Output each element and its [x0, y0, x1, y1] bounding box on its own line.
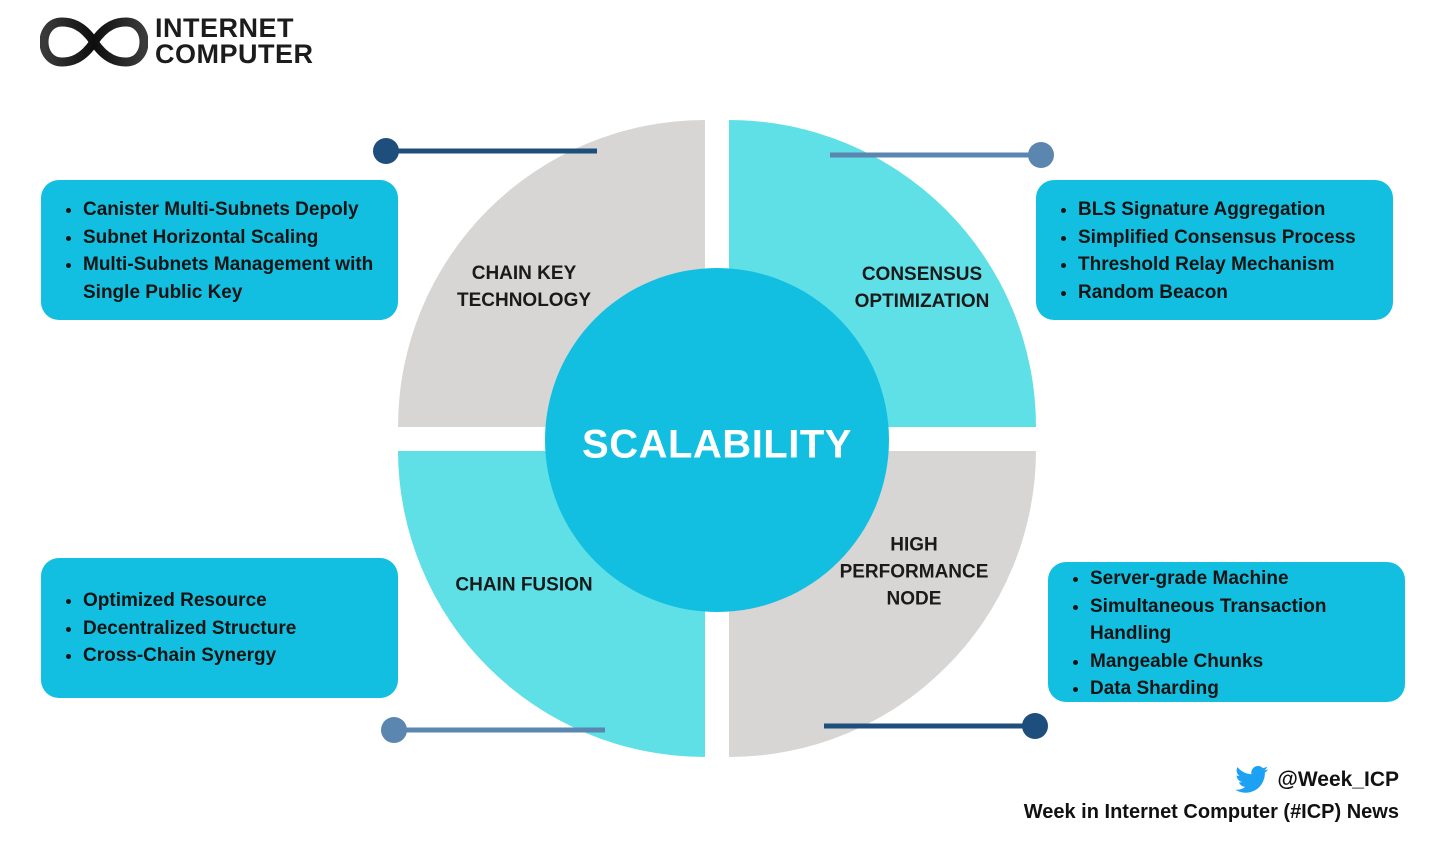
- quadrant-label-line: TECHNOLOGY: [456, 290, 592, 311]
- infinity-icon: [40, 17, 148, 67]
- list-item: Random Beacon: [1078, 279, 1379, 307]
- connector-bottom-right: [824, 713, 1048, 739]
- quadrant-label-line: CONSENSUS: [861, 264, 983, 285]
- logo-text-line1: INTERNET: [155, 13, 294, 43]
- list-item: Mangeable Chunks: [1090, 648, 1391, 676]
- quadrant-label-chain-fusion: CHAIN FUSION: [455, 572, 592, 599]
- center-label: SCALABILITY: [582, 422, 852, 467]
- list-item: Canister Multi-Subnets Depoly: [83, 196, 384, 224]
- list-item: Data Sharding: [1090, 675, 1391, 703]
- quadrant-label-chain-key: CHAIN KEY TECHNOLOGY: [457, 260, 591, 314]
- list-item: Multi-Subnets Management with Single Pub…: [83, 251, 384, 306]
- center-circle: [545, 268, 889, 612]
- connector-top-right: [830, 142, 1054, 168]
- info-box-chain-key: Canister Multi-Subnets Depoly Subnet Hor…: [41, 180, 398, 320]
- quadrant-label-line: CHAIN KEY: [471, 263, 577, 284]
- connector-top-left: [373, 138, 597, 164]
- list-item: Threshold Relay Mechanism: [1078, 251, 1379, 279]
- list-item: Server-grade Machine: [1090, 565, 1391, 593]
- quadrant-label-line: CHAIN FUSION: [455, 574, 593, 596]
- connector-bottom-left: [381, 717, 605, 743]
- info-box-high-performance: Server-grade Machine Simultaneous Transa…: [1048, 562, 1405, 702]
- quadrant-label-high-performance: HIGH PERFORMANCE NODE: [840, 532, 989, 613]
- logo-text-line2: COMPUTER: [155, 39, 314, 69]
- quadrant-label-line: PERFORMANCE: [839, 561, 989, 583]
- quadrant-label-line: HIGH: [890, 534, 938, 556]
- list-item: Simultaneous Transaction Handling: [1090, 593, 1345, 648]
- info-box-consensus: BLS Signature Aggregation Simplified Con…: [1036, 180, 1393, 320]
- quadrant-label-line: OPTIMIZATION: [854, 291, 990, 312]
- list-item: Subnet Horizontal Scaling: [83, 224, 384, 252]
- list-item: Decentralized Structure: [83, 615, 384, 643]
- internet-computer-logo: INTERNET COMPUTER: [40, 12, 340, 72]
- twitter-handle[interactable]: @Week_ICP: [1277, 768, 1399, 791]
- list-item: Optimized Resource: [83, 587, 384, 615]
- list-item: BLS Signature Aggregation: [1078, 196, 1379, 224]
- list-item: Simplified Consensus Process: [1078, 224, 1379, 252]
- quadrant-label-consensus: CONSENSUS OPTIMIZATION: [855, 261, 990, 315]
- twitter-bird-icon[interactable]: [1235, 766, 1269, 794]
- footer: @Week_ICP Week in Internet Computer (#IC…: [1024, 766, 1399, 824]
- footer-tagline: Week in Internet Computer (#ICP) News: [1023, 801, 1399, 823]
- quadrant-label-line: NODE: [886, 588, 942, 610]
- info-box-chain-fusion: Optimized Resource Decentralized Structu…: [41, 558, 398, 698]
- list-item: Cross-Chain Synergy: [83, 642, 384, 670]
